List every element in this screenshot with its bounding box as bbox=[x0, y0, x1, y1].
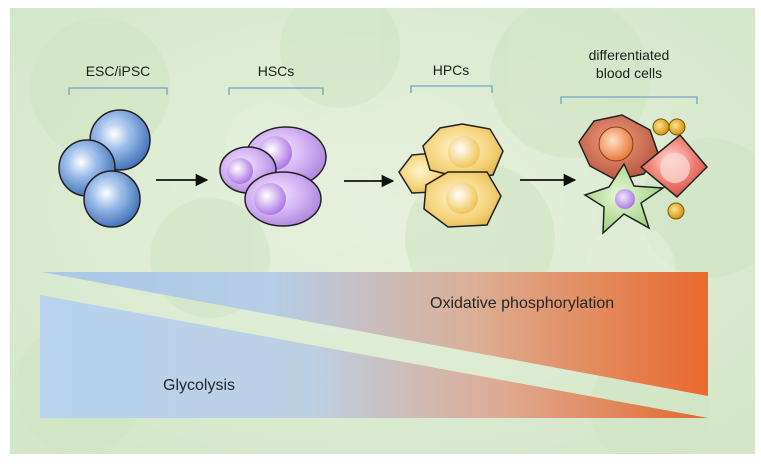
red-blood-cell bbox=[639, 133, 709, 199]
glycolysis-label: Glycolysis bbox=[163, 377, 236, 394]
blood-cell-cluster bbox=[578, 114, 709, 235]
glycolysis-wedge bbox=[40, 295, 708, 418]
macrophage-cell bbox=[578, 114, 659, 181]
green-star-cell bbox=[583, 162, 666, 235]
oxidative-phosphorylation-label: Oxidative phosphorylation bbox=[430, 295, 615, 312]
stage-label-blood-cells-line2: blood cells bbox=[595, 65, 663, 81]
bracket-hscs bbox=[228, 87, 324, 95]
stage-label-brackets bbox=[68, 85, 698, 104]
esc-cluster bbox=[58, 109, 151, 228]
esc-cell bbox=[83, 170, 141, 228]
bracket-esc bbox=[68, 87, 168, 95]
platelet bbox=[667, 202, 685, 220]
stage-label-esc: ESC/iPSC bbox=[85, 63, 151, 79]
oxidative-phosphorylation-wedge bbox=[42, 272, 708, 396]
platelet bbox=[668, 118, 686, 136]
bracket-hpcs bbox=[410, 85, 493, 93]
hpc-cluster bbox=[398, 123, 504, 228]
bracket-blood-cells bbox=[560, 96, 698, 104]
stage-label-hpcs: HPCs bbox=[432, 62, 470, 78]
hsc-cluster bbox=[219, 126, 327, 227]
hpc-cell bbox=[423, 171, 502, 228]
hpc-cell bbox=[422, 123, 504, 179]
stage-label-blood-cells-line1: differentiated bbox=[588, 47, 670, 63]
stage-label-hscs: HSCs bbox=[257, 63, 295, 79]
platelet bbox=[652, 118, 670, 136]
hsc-cell bbox=[244, 171, 322, 227]
